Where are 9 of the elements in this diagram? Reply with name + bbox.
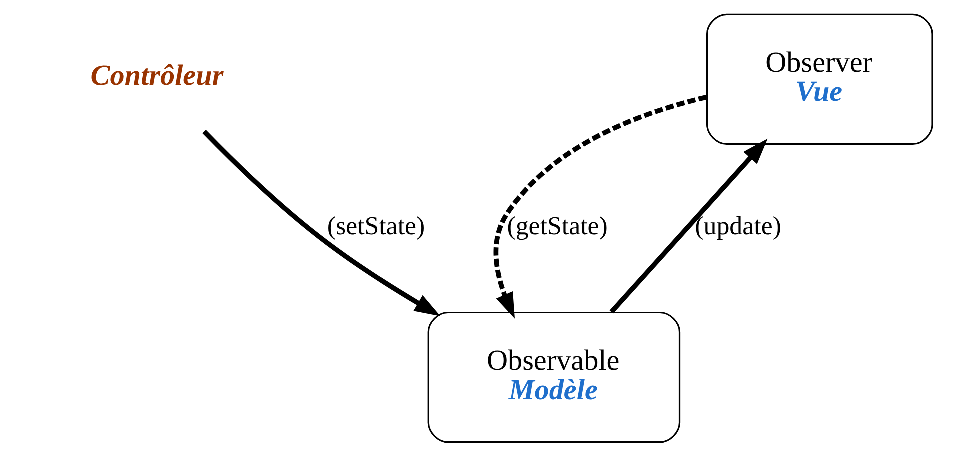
node-box: Observable Modèle (427, 312, 680, 444)
node-box: Observer Vue (706, 14, 933, 146)
edge-label: (update) (694, 212, 781, 241)
arrow (493, 95, 707, 319)
edge-label: (setState) (326, 212, 425, 241)
node-text: Contrôleur (90, 60, 224, 92)
arrow (202, 130, 440, 316)
arrow (609, 138, 768, 314)
edge-label: (getState) (506, 212, 608, 241)
